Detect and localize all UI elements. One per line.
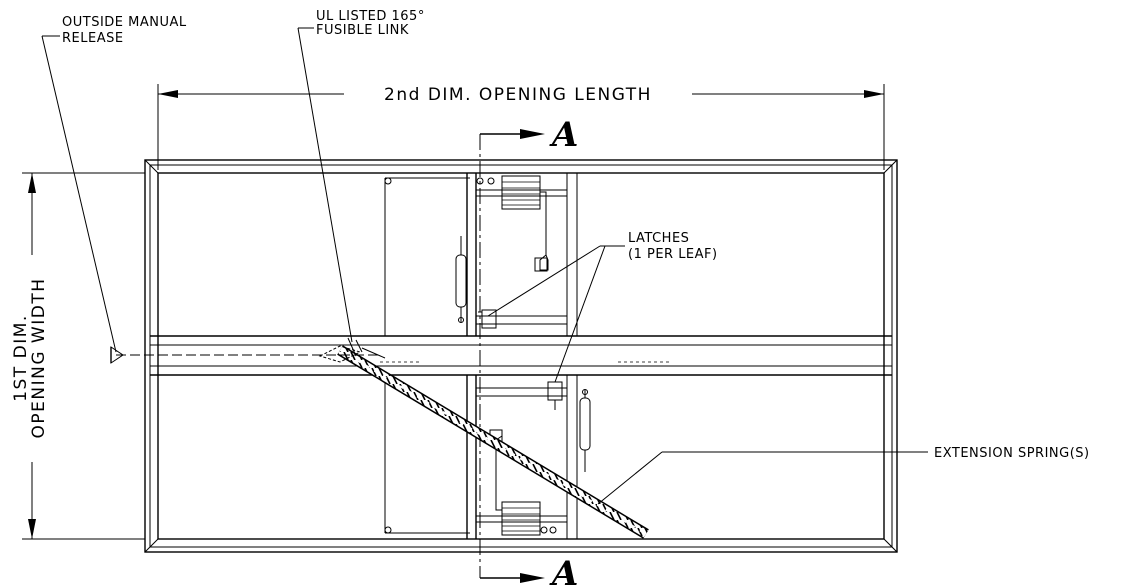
upper-leaf-hardware	[384, 173, 578, 336]
center-bar	[150, 335, 892, 376]
manual-release-handle	[110, 346, 380, 364]
lower-leaf-hardware	[384, 375, 591, 539]
extension-spring-label: EXTENSION SPRING(S)	[934, 446, 1090, 461]
section-line	[479, 129, 545, 583]
dimension-length	[157, 84, 885, 170]
dimension-width-line2: OPENING WIDTH	[29, 278, 49, 439]
latches-label-line2: (1 PER LEAF)	[628, 247, 718, 262]
manual-release-label-line1: OUTSIDE MANUAL	[62, 15, 187, 30]
section-label-bottom: A	[549, 554, 578, 587]
leader-lines	[41, 27, 928, 505]
extension-spring	[337, 345, 649, 539]
latches-label-line1: LATCHES	[628, 231, 689, 246]
fusible-link-label-line1: UL LISTED 165°	[316, 9, 425, 24]
dimension-width-label: 1ST DIM. OPENING WIDTH	[11, 278, 49, 439]
dimension-width-line1: 1ST DIM.	[11, 314, 31, 402]
fusible-link-assembly	[318, 337, 386, 363]
fusible-link-label-line2: FUSIBLE LINK	[316, 23, 409, 38]
section-label-top: A	[549, 115, 578, 155]
dimension-width	[22, 172, 145, 540]
manual-release-label-line2: RELEASE	[62, 31, 124, 46]
outer-frame	[144, 159, 898, 553]
dimension-length-label: 2nd DIM. OPENING LENGTH	[384, 85, 652, 105]
